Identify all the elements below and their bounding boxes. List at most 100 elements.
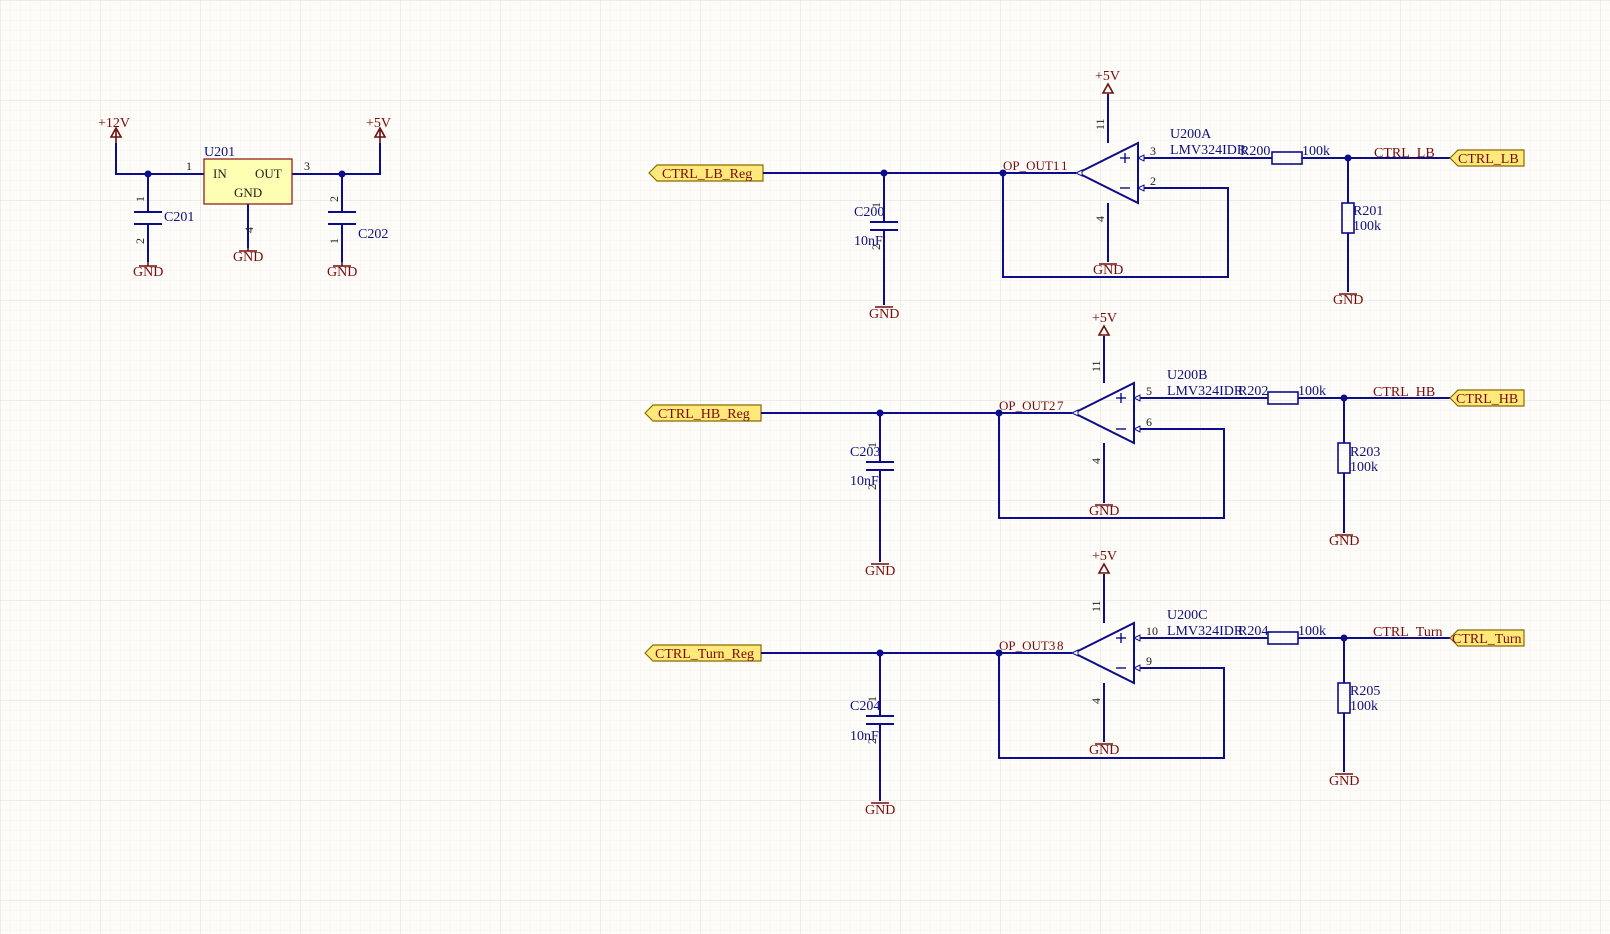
pin-name-gnd: GND: [234, 185, 262, 200]
power-port-12v[interactable]: +12V: [98, 116, 130, 143]
component-value: 100k: [1298, 624, 1326, 639]
resistor-r202[interactable]: R202 100k: [1238, 384, 1326, 405]
pin-name-out: OUT: [255, 166, 282, 181]
junction-dot: [876, 649, 884, 657]
pin-number: 1: [865, 696, 879, 702]
power-port-5v[interactable]: +5V: [1092, 311, 1117, 336]
wire-feedback: [1002, 173, 1229, 278]
ground-symbol[interactable]: GND: [327, 262, 357, 280]
pin-number: 4: [1093, 216, 1107, 222]
component-designator: R200: [1240, 144, 1270, 159]
resistor-r201[interactable]: R201 100k: [1341, 202, 1383, 234]
component-value: 100k: [1350, 460, 1378, 475]
ground-label: GND: [133, 265, 163, 280]
component-value: 10nF: [850, 474, 879, 489]
pin-number: 10: [1146, 624, 1158, 638]
component-designator: R204: [1238, 624, 1268, 639]
resistor-r203[interactable]: R203 100k: [1337, 442, 1380, 475]
capacitor-c201[interactable]: C201 1 2: [133, 196, 194, 244]
wire: [292, 143, 381, 175]
capacitor-c200[interactable]: C200 10nF 1 2: [854, 202, 898, 250]
resistor-r200[interactable]: R200 100k: [1240, 144, 1330, 165]
net-label: CTRL_HB: [1373, 385, 1435, 400]
junction-dot: [995, 409, 1003, 417]
channel-ctrl-turn: CTRL_Turn_Reg C204 10nF 1 2: [644, 549, 1525, 818]
capacitor-c204[interactable]: C204 10nF 1 2: [850, 696, 894, 744]
port-label: CTRL_HB: [1456, 392, 1518, 407]
pin-number: 8: [1057, 638, 1064, 653]
ground-label: GND: [1089, 504, 1119, 519]
output-port-ctrl-hb[interactable]: CTRL_HB: [1449, 389, 1525, 407]
ground-symbol[interactable]: GND: [1329, 534, 1359, 549]
ground-label: GND: [865, 564, 895, 579]
resistor-r204[interactable]: R204 100k: [1238, 624, 1326, 645]
wire: [115, 143, 204, 175]
resistor-r205[interactable]: R205 100k: [1337, 682, 1380, 714]
junction-dot: [995, 649, 1003, 657]
regulator-u201[interactable]: U201 IN OUT GND 1 3 4: [186, 145, 310, 233]
capacitor-c202[interactable]: C202 2 1: [327, 196, 388, 244]
ground-symbol[interactable]: GND: [133, 262, 163, 280]
pin-number: 3: [1150, 144, 1156, 158]
pin-number: 1: [869, 202, 883, 208]
ground-symbol[interactable]: GND: [865, 802, 895, 818]
junction-dot: [144, 170, 152, 178]
pin-number: 2: [865, 484, 879, 490]
pin-number: 1: [133, 196, 147, 202]
ground-symbol[interactable]: GND: [233, 248, 263, 265]
component-value: 100k: [1302, 144, 1330, 159]
component-designator: C202: [358, 227, 388, 242]
junction-dot: [999, 169, 1007, 177]
capacitor-c203[interactable]: C203 10nF 1 2: [850, 442, 894, 490]
ground-symbol[interactable]: GND: [1329, 773, 1359, 789]
power-label: +5V: [366, 116, 391, 131]
regulator-section: +12V +5V U201 IN OUT GND 1 3 4: [98, 116, 391, 280]
pin-number: 2: [1150, 174, 1156, 188]
component-designator: U200C: [1167, 608, 1207, 623]
pin-number: 9: [1146, 654, 1152, 668]
junction-dot: [880, 169, 888, 177]
power-port-5v[interactable]: +5V: [366, 116, 391, 143]
power-port-5v[interactable]: +5V: [1095, 69, 1120, 94]
opamp-u200a[interactable]: U200A LMV324IDR 3 2 11 4 OP_OUT1 1: [1003, 118, 1247, 222]
ground-symbol[interactable]: GND: [1089, 743, 1119, 758]
ground-symbol[interactable]: GND: [1089, 504, 1119, 519]
input-port-ctrl-hb-reg[interactable]: CTRL_HB_Reg: [644, 404, 762, 422]
port-label: CTRL_LB_Reg: [662, 167, 752, 182]
component-part: LMV324IDR: [1170, 143, 1247, 158]
pin-number: 4: [1089, 458, 1103, 464]
output-port-ctrl-turn[interactable]: CTRL_Turn: [1449, 629, 1525, 647]
pin-name-in: IN: [213, 166, 227, 181]
output-port-ctrl-lb[interactable]: CTRL_LB: [1449, 149, 1525, 167]
pin-label: OP_OUT3: [999, 638, 1055, 653]
channel-ctrl-lb: CTRL_LB_Reg C200 10nF 1 2: [648, 69, 1525, 322]
component-value: 100k: [1353, 219, 1381, 234]
opamp-u200b[interactable]: U200B LMV324IDR 5 6 11 4 OP_OUT2 7: [999, 360, 1244, 464]
wire-feedback: [998, 413, 1225, 519]
power-port-5v[interactable]: +5V: [1092, 549, 1117, 574]
component-designator: C204: [850, 699, 880, 714]
component-part: LMV324IDR: [1167, 624, 1244, 639]
ground-symbol[interactable]: GND: [1333, 293, 1363, 308]
ground-symbol[interactable]: GND: [865, 563, 895, 579]
pin-number: 11: [1089, 360, 1103, 372]
pin-number: 1: [1061, 158, 1068, 173]
input-port-ctrl-turn-reg[interactable]: CTRL_Turn_Reg: [644, 644, 762, 662]
pin-number: 2: [865, 738, 879, 744]
ground-symbol[interactable]: GND: [1093, 263, 1123, 278]
net-label: CTRL_LB: [1374, 146, 1435, 161]
component-designator: C201: [164, 210, 194, 225]
input-port-ctrl-lb-reg[interactable]: CTRL_LB_Reg: [648, 164, 764, 182]
ground-symbol[interactable]: GND: [869, 306, 899, 322]
component-value: 10nF: [850, 729, 879, 744]
component-part: LMV324IDR: [1167, 384, 1244, 399]
ground-label: GND: [865, 803, 895, 818]
pin-number: 5: [1146, 384, 1152, 398]
component-designator: C203: [850, 445, 880, 460]
component-designator: U200B: [1167, 368, 1207, 383]
pin-number: 4: [1089, 698, 1103, 704]
opamp-u200c[interactable]: U200C LMV324IDR 10 9 11 4 OP_OUT3 8: [999, 600, 1244, 704]
pin-number: 2: [869, 244, 883, 250]
